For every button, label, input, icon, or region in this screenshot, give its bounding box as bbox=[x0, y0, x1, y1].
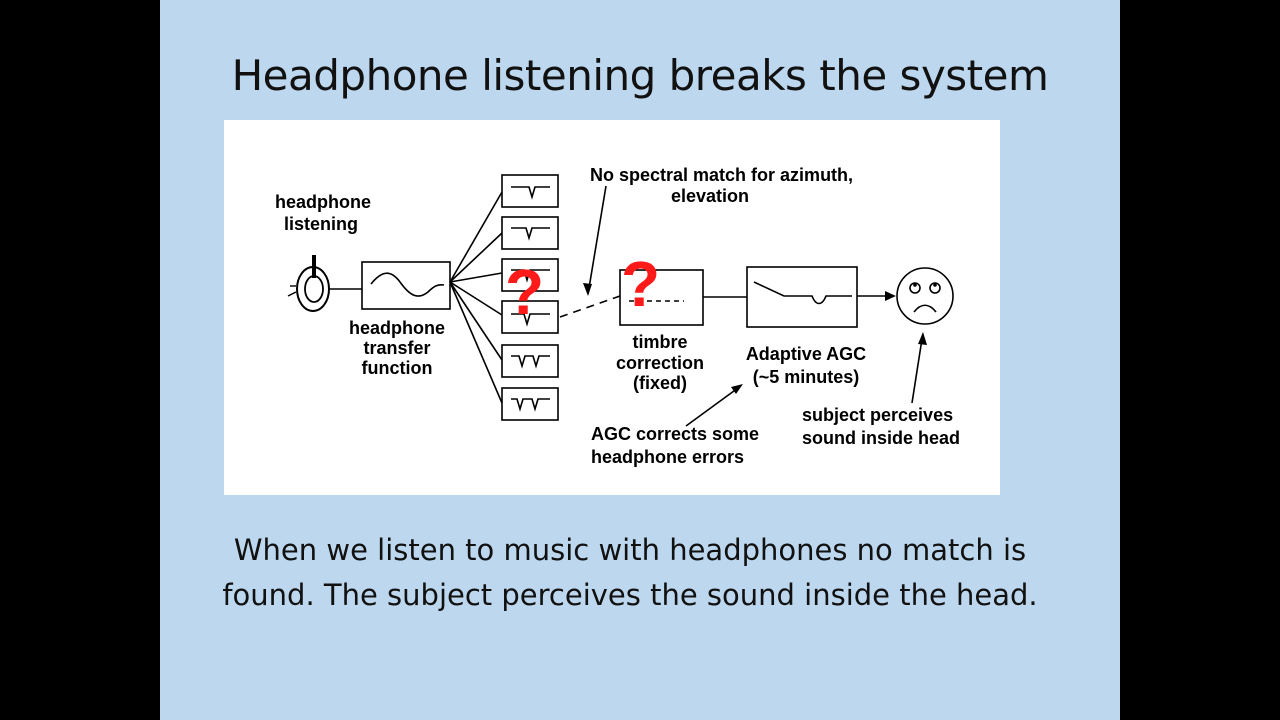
label-agc-corrects: AGC corrects some headphone errors bbox=[591, 424, 759, 467]
svg-text:headphone errors: headphone errors bbox=[591, 447, 744, 467]
label-no-spectral-match: No spectral match for azimuth, elevation bbox=[590, 165, 853, 206]
label-headphone-listening: headphone listening bbox=[275, 192, 371, 234]
svg-text:headphone: headphone bbox=[349, 318, 445, 338]
svg-text:subject perceives: subject perceives bbox=[802, 405, 953, 425]
svg-text:transfer: transfer bbox=[363, 338, 430, 358]
svg-text:No spectral match for azimuth,: No spectral match for azimuth, bbox=[590, 165, 853, 185]
no-match-arrow bbox=[587, 185, 607, 295]
no-match-dashed-line bbox=[559, 295, 621, 318]
fanout-lines bbox=[449, 191, 503, 404]
label-adaptive-agc: Adaptive AGC (~5 minutes) bbox=[746, 344, 866, 387]
label-timbre-correction: timbre correction (fixed) bbox=[616, 332, 704, 393]
subject-face-icon bbox=[896, 267, 954, 325]
adaptive-agc-block bbox=[746, 266, 858, 328]
filter-box bbox=[501, 344, 559, 378]
filter-box bbox=[501, 258, 559, 292]
svg-text:elevation: elevation bbox=[671, 186, 749, 206]
label-headphone-transfer-function: headphone transfer function bbox=[349, 318, 445, 378]
question-mark-timbre: ? bbox=[621, 248, 660, 320]
svg-text:(fixed): (fixed) bbox=[633, 373, 687, 393]
filter-box bbox=[501, 174, 559, 208]
filter-bank bbox=[501, 174, 559, 421]
slide-title: Headphone listening breaks the system bbox=[231, 51, 1049, 100]
signal-flow-diagram: ? ? headphone listening headphone transf… bbox=[275, 165, 960, 467]
svg-text:function: function bbox=[362, 358, 433, 378]
label-subject-perceives: subject perceives sound inside head bbox=[802, 405, 960, 448]
slide: Headphone listening breaks the system bbox=[160, 0, 1120, 720]
diagram-panel: ? ? headphone listening headphone transf… bbox=[224, 120, 1000, 495]
svg-text:AGC corrects some: AGC corrects some bbox=[591, 424, 759, 444]
filter-box bbox=[501, 216, 559, 250]
svg-text:listening: listening bbox=[284, 214, 358, 234]
slide-caption: When we listen to music with headphones … bbox=[222, 533, 1038, 612]
headphone-ear-icon bbox=[287, 255, 362, 312]
agc-note-arrow bbox=[685, 387, 739, 427]
headphone-transfer-function-block bbox=[361, 261, 451, 310]
filter-box bbox=[501, 300, 559, 334]
svg-text:Adaptive AGC: Adaptive AGC bbox=[746, 344, 866, 364]
svg-text:(~5 minutes): (~5 minutes) bbox=[753, 367, 860, 387]
question-mark-filter-bank: ? bbox=[505, 256, 544, 328]
svg-text:sound inside head: sound inside head bbox=[802, 428, 960, 448]
subject-note-arrow bbox=[911, 338, 923, 404]
svg-text:correction: correction bbox=[616, 353, 704, 373]
svg-text:timbre: timbre bbox=[632, 332, 687, 352]
svg-text:headphone: headphone bbox=[275, 192, 371, 212]
filter-box bbox=[501, 387, 559, 421]
